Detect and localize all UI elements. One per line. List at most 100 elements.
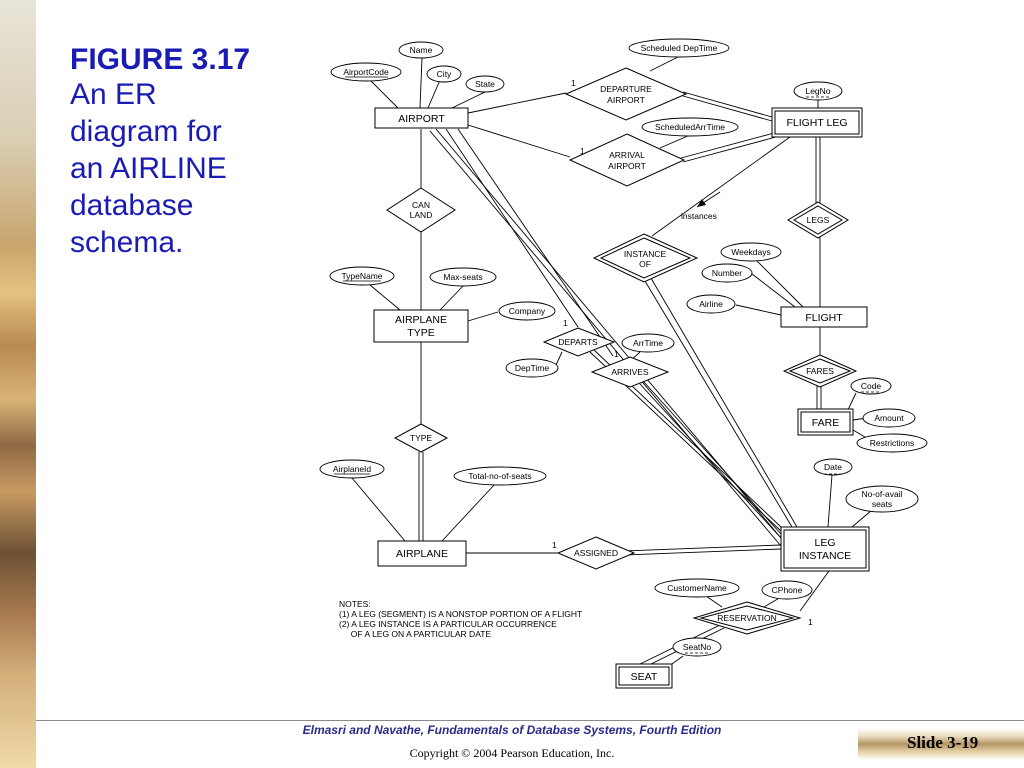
entity-airplane-type: AIRPLANE TYPE	[373, 309, 469, 343]
line-sched-dep	[649, 55, 681, 72]
svg-text:ARRIVAL: ARRIVAL	[609, 150, 645, 160]
svg-text:ARRIVES: ARRIVES	[611, 367, 649, 377]
line-typename	[369, 284, 401, 311]
footer-source-edition: Fourth Edition	[639, 723, 722, 737]
svg-text:TYPE: TYPE	[410, 433, 433, 443]
rel-assigned: ASSIGNED	[556, 536, 636, 570]
line-availseats	[851, 509, 873, 528]
svg-text:AirportCode: AirportCode	[343, 67, 389, 77]
svg-text:Date: Date	[824, 462, 842, 472]
line-arrives-leg-a	[639, 383, 782, 539]
rel-fares: FARES	[782, 354, 858, 388]
card-assigned: 1	[552, 540, 557, 550]
svg-text:State: State	[475, 79, 495, 89]
svg-text:Max-seats: Max-seats	[443, 272, 482, 282]
diagram-notes: NOTES: (1) A LEG (SEGMENT) IS A NONSTOP …	[339, 599, 583, 639]
attr-dep-time: DepTime	[505, 358, 559, 378]
svg-text:City: City	[437, 69, 452, 79]
rel-can-land: CAN LAND	[386, 187, 456, 233]
svg-text:AIRPORT: AIRPORT	[398, 113, 445, 125]
attr-airport-code: AirportCode	[330, 62, 402, 82]
svg-text:LAND: LAND	[410, 210, 433, 220]
line-instanceof-leg-a	[641, 275, 793, 528]
svg-text:ArrTime: ArrTime	[633, 338, 663, 348]
attr-type-name: TypeName	[329, 266, 395, 286]
line-assigned-leg-a	[623, 544, 782, 552]
svg-text:Restrictions: Restrictions	[870, 438, 914, 448]
footer-copyright: Copyright © 2004 Pearson Education, Inc.	[409, 746, 615, 760]
svg-text:AIRPLANE: AIRPLANE	[396, 548, 448, 560]
line-number	[751, 273, 796, 308]
line-leg-reservation	[799, 570, 830, 612]
card-departs: 1	[563, 318, 568, 328]
line-airline	[735, 304, 782, 316]
attr-weekdays: Weekdays	[720, 242, 782, 262]
entity-flight-leg: FLIGHT LEG	[771, 107, 863, 138]
line-arrives-leg-b	[643, 381, 782, 535]
svg-text:INSTANCE: INSTANCE	[799, 550, 851, 562]
line-company	[467, 311, 499, 322]
footer-divider	[36, 720, 1024, 721]
svg-text:Total-no-of-seats: Total-no-of-seats	[468, 471, 531, 481]
line-customername	[705, 595, 723, 608]
svg-text:Name: Name	[410, 45, 433, 55]
svg-text:ScheduledArrTime: ScheduledArrTime	[655, 122, 725, 132]
line-weekdays	[755, 259, 804, 308]
figure-caption-block: FIGURE 3.17 An ER diagram for an AIRLINE…	[70, 44, 310, 261]
card-arrives: 1	[614, 349, 619, 359]
instances-annotation: instances	[681, 211, 717, 221]
svg-text:CPhone: CPhone	[772, 585, 803, 595]
entity-fare: FARE	[797, 408, 854, 436]
svg-text:seats: seats	[872, 499, 892, 509]
rel-type: TYPE	[393, 423, 449, 453]
svg-text:Amount: Amount	[874, 413, 904, 423]
attr-leg-no: LegNo	[793, 81, 843, 101]
svg-text:LEGS: LEGS	[807, 215, 830, 225]
figure-title: FIGURE 3.17	[70, 43, 251, 76]
card-reservation: 1	[808, 617, 813, 627]
rel-departs: DEPARTS	[542, 327, 616, 357]
line-departure-flightleg-a	[682, 91, 773, 118]
attr-airline: Airline	[686, 294, 736, 314]
slide-number: Slide 3-19	[907, 733, 979, 752]
svg-text:DEPARTS: DEPARTS	[558, 337, 598, 347]
svg-text:Weekdays: Weekdays	[731, 247, 771, 257]
line-arrival-flightleg-b	[682, 136, 777, 163]
attr-code: Code	[850, 377, 892, 395]
svg-text:DEPARTURE: DEPARTURE	[600, 84, 652, 94]
svg-text:Airline: Airline	[699, 299, 723, 309]
attr-name: Name	[398, 41, 444, 59]
svg-text:INSTANCE: INSTANCE	[624, 249, 667, 259]
line-instanceof-leg-b	[647, 272, 798, 528]
line-sched-arr	[659, 134, 691, 149]
line-airport-city	[427, 79, 441, 109]
rel-departure-airport: DEPARTURE AIRPORT	[564, 67, 688, 121]
entity-leg-instance: LEG INSTANCE	[780, 526, 870, 572]
attr-scheduled-dep-time: Scheduled DepTime	[628, 38, 730, 58]
card-departure: 1	[571, 78, 576, 88]
attr-restrictions: Restrictions	[856, 433, 928, 453]
svg-text:LegNo: LegNo	[805, 86, 830, 96]
svg-text:AirplaneId: AirplaneId	[333, 464, 372, 474]
attr-cphone: CPhone	[761, 580, 813, 600]
svg-text:SeatNo: SeatNo	[683, 642, 712, 652]
line-date	[827, 474, 833, 528]
line-airport-arrives	[457, 128, 614, 357]
line-departure-flightleg-b	[682, 95, 773, 122]
rel-reservation: RESERVATION	[692, 601, 802, 635]
line-airport-state	[451, 91, 486, 109]
svg-text:OF: OF	[639, 259, 651, 269]
svg-text:DepTime: DepTime	[515, 363, 549, 373]
er-diagram: AIRPORT FLIGHT LEG AIRPLANE TYPE FLIGHT …	[319, 38, 928, 689]
entity-airport: AIRPORT	[374, 107, 469, 129]
svg-text:FARE: FARE	[812, 417, 839, 429]
svg-text:Company: Company	[509, 306, 546, 316]
entity-airplane: AIRPLANE	[377, 540, 467, 567]
line-airport-arrival	[467, 124, 571, 158]
line-airport-name	[419, 57, 423, 109]
attr-state: State	[465, 75, 505, 93]
attr-customer-name: CustomerName	[654, 578, 740, 598]
line-airplaneid	[351, 477, 406, 542]
line-maxseats	[439, 285, 464, 311]
footer-source-main: Elmasri and Navathe, Fundamentals of Dat…	[302, 723, 640, 737]
